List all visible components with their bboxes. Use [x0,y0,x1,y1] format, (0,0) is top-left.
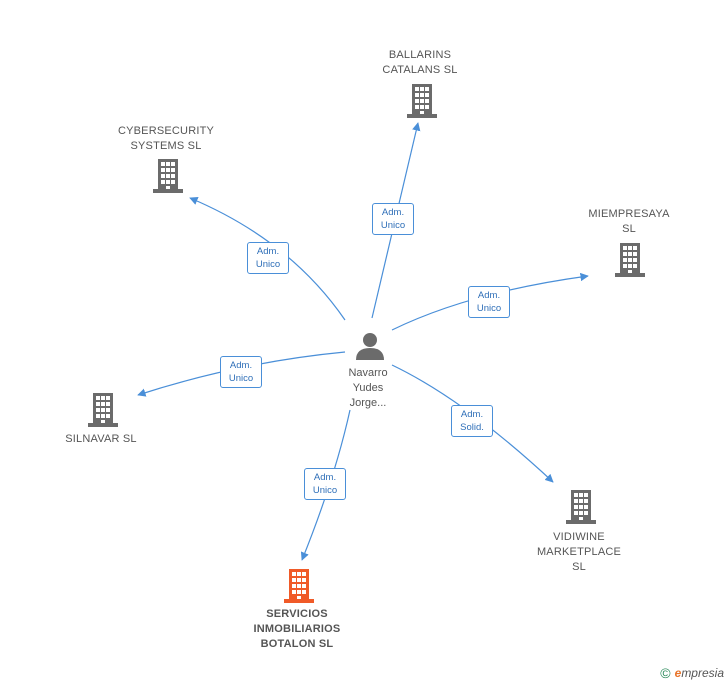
company-label-ballarins[interactable]: BALLARINS CATALANS SL [382,49,458,76]
brand-logo[interactable]: empresia [674,666,724,680]
company-label-vidiwine[interactable]: VIDIWINE MARKETPLACE SL [536,531,622,573]
company-label-silnavar[interactable]: SILNAVAR SL [65,433,137,445]
building-icon-miempresaya[interactable] [615,243,645,277]
person-name-label[interactable]: Navarro Yudes Jorge... [348,367,388,409]
brand-footer[interactable]: © empresia [660,665,724,681]
company-label-miempresaya[interactable]: MIEMPRESAYA SL [588,208,670,235]
role-badge-silnavar: Adm. Unico [220,356,262,388]
role-badge-servicios: Adm. Unico [304,468,346,500]
person-icon[interactable] [355,330,385,360]
role-badge-vidiwine: Adm. Solid. [451,405,493,437]
company-label-cybersecurity[interactable]: CYBERSECURITY SYSTEMS SL [117,125,215,152]
role-badge-ballarins: Adm. Unico [372,203,414,235]
building-icon-cybersecurity[interactable] [153,159,183,193]
company-label-servicios[interactable]: SERVICIOS INMOBILIARIOS BOTALON SL [253,608,341,650]
role-badge-cybersecurity: Adm. Unico [247,242,289,274]
copyright-icon: © [660,665,671,681]
building-icon-ballarins[interactable] [407,84,437,118]
role-badge-miempresaya: Adm. Unico [468,286,510,318]
building-icon-silnavar[interactable] [88,393,118,427]
building-icon-vidiwine[interactable] [566,490,596,524]
building-icon-servicios[interactable] [284,569,314,603]
